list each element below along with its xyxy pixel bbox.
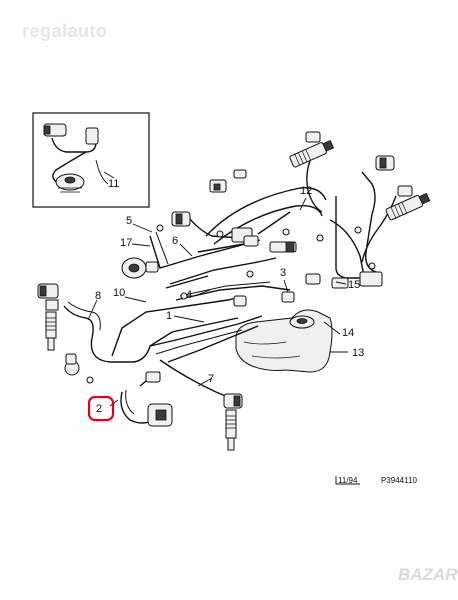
fittings [64, 169, 383, 427]
callout-17: 17 [120, 237, 132, 249]
footer-codes: 11/94 P3944110 [335, 476, 417, 485]
left-injector [37, 283, 59, 351]
callout-15: 15 [348, 279, 360, 291]
callout-leaders [87, 171, 348, 407]
callout-5: 5 [126, 215, 132, 227]
date-stamp: 11/94 [338, 476, 358, 485]
fuel-tank [235, 309, 333, 373]
highlight-box [87, 395, 115, 422]
callout-8: 8 [95, 290, 101, 302]
watermark-text: regalauto [22, 21, 108, 41]
callout-1: 1 [166, 310, 172, 322]
callout-2: 2 [96, 403, 102, 415]
sensor-upper-right [375, 155, 395, 171]
callout-3: 3 [280, 267, 286, 279]
callout-14: 14 [342, 327, 354, 339]
lower-injector [223, 393, 243, 451]
callouts: 1 2 3 4 5 6 7 8 10 11 12 13 14 15 17 [95, 178, 364, 415]
upper-injectors [289, 131, 431, 221]
callout-10: 10 [113, 287, 125, 299]
inset-detail-box [32, 112, 150, 208]
callout-12: 12 [300, 185, 312, 197]
callout-13: 13 [352, 347, 364, 359]
callout-4: 4 [186, 289, 192, 301]
fuel-pipes [63, 151, 397, 424]
part-reference: P3944110 [381, 476, 417, 485]
callout-11: 11 [108, 178, 119, 190]
callout-7: 7 [208, 373, 214, 385]
callout-6: 6 [172, 235, 178, 247]
marketplace-logo: BAZAR [398, 565, 458, 584]
